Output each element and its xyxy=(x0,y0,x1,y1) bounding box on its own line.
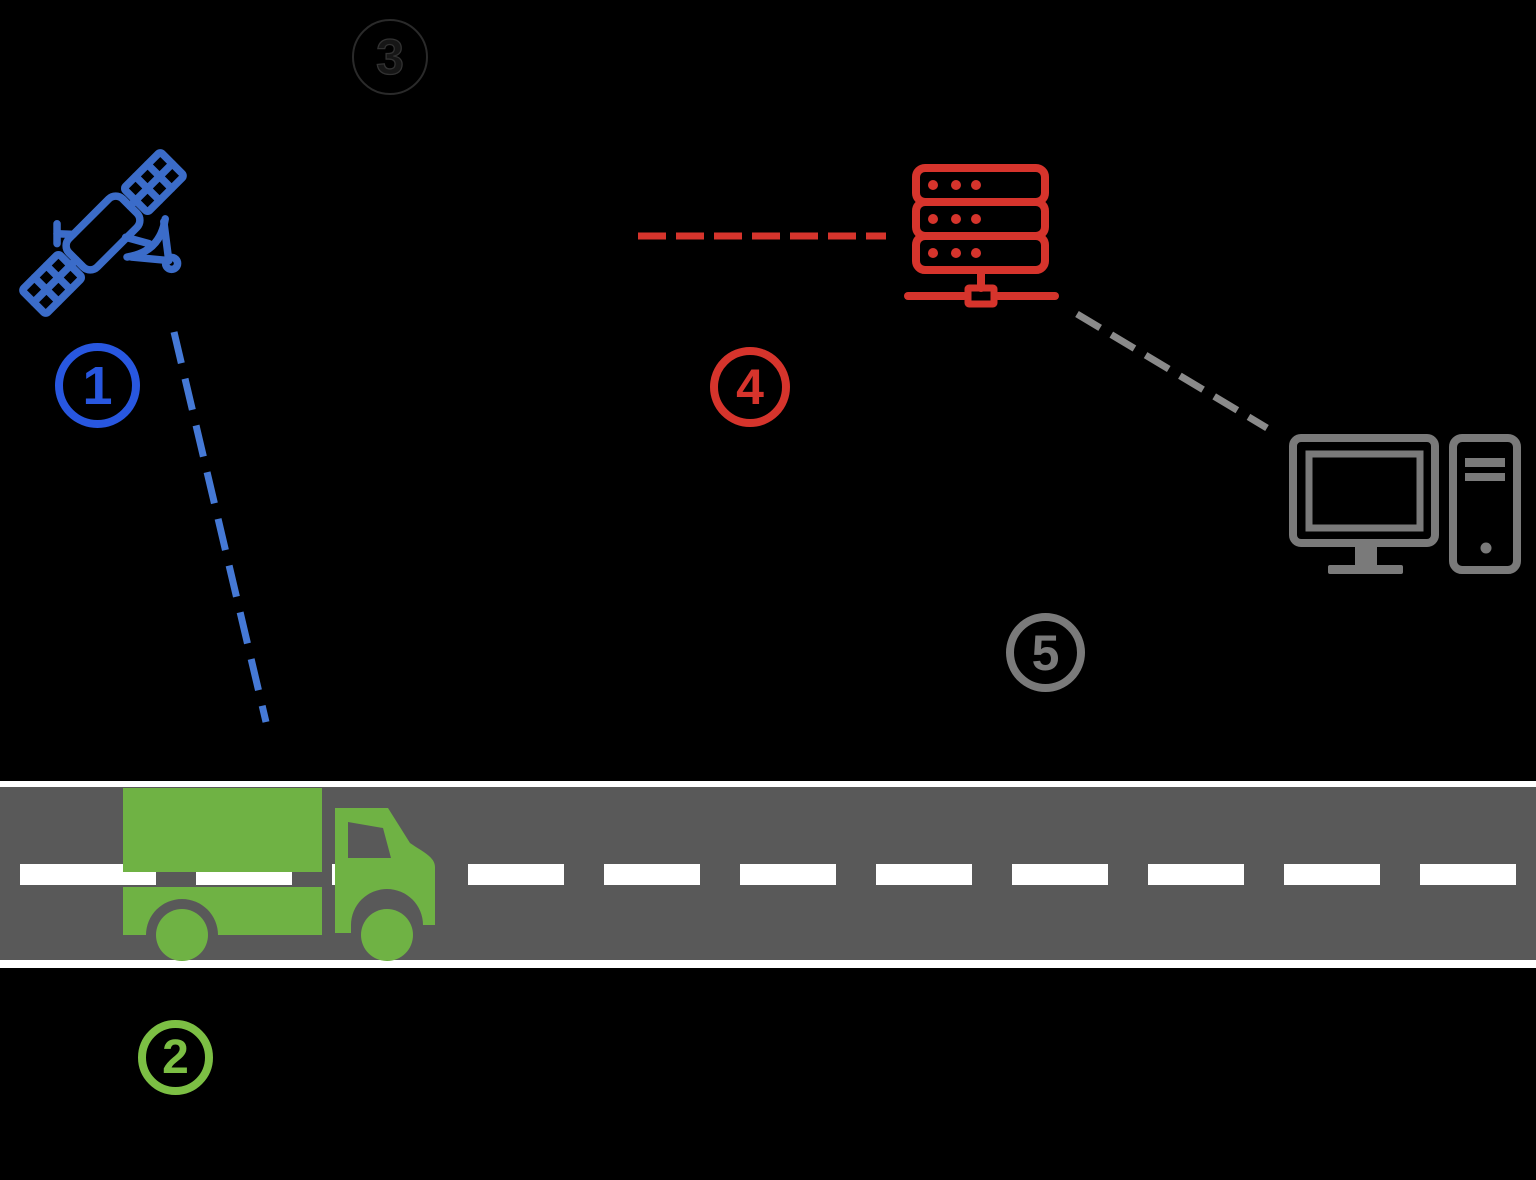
step-badge-4-label: 4 xyxy=(736,359,764,415)
step-badge-2-label: 2 xyxy=(162,1030,189,1084)
step-badge-2: 2 xyxy=(138,1020,213,1095)
truck-icon xyxy=(123,788,435,961)
step-badge-5-label: 5 xyxy=(1031,624,1060,681)
step-badge-1: 1 xyxy=(55,343,140,428)
satellite-icon xyxy=(19,149,187,317)
server-icon xyxy=(904,164,1059,308)
server-to-computer-dashed-line xyxy=(1075,310,1269,432)
step-badge-5: 5 xyxy=(1006,613,1085,692)
step-badge-4: 4 xyxy=(710,347,790,427)
step-badge-3-label: 3 xyxy=(375,29,404,85)
truck-window xyxy=(348,822,391,858)
desktop-computer-icon xyxy=(1289,434,1521,574)
step-badge-1-label: 1 xyxy=(82,355,113,416)
step-badge-3: 3 xyxy=(352,19,428,95)
satellite-to-road-dashed-line xyxy=(170,331,270,723)
